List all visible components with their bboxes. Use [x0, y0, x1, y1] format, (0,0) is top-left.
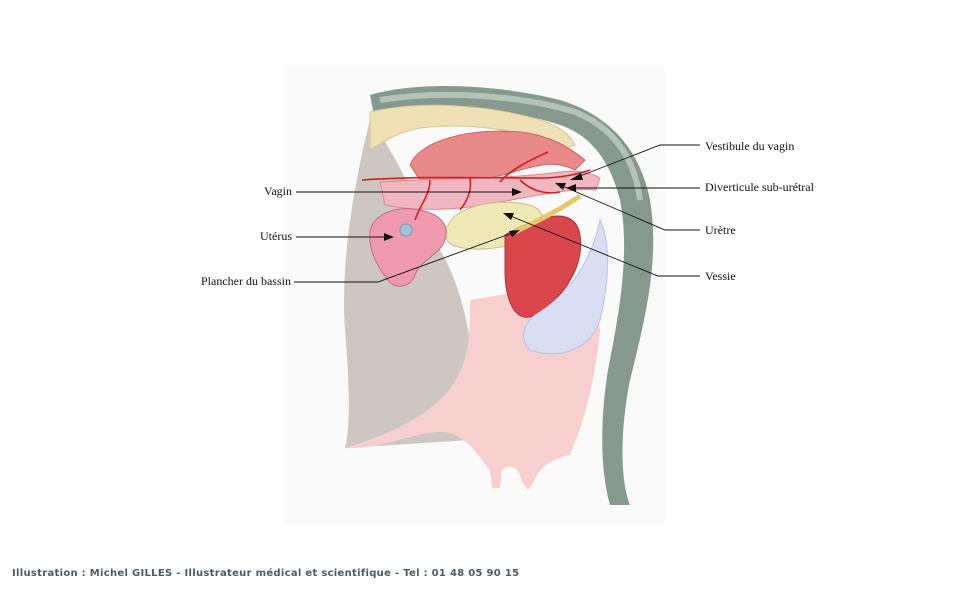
label-vestibule-du-vagin: Vestibule du vagin: [705, 139, 795, 153]
tail-highlight: [379, 91, 643, 201]
arrow-diverticule: [566, 184, 576, 192]
pelvic-floor-muscle: [504, 215, 582, 318]
arrow-uterus: [384, 233, 394, 241]
pelvic-fascia: [523, 218, 608, 355]
leader-lines: [294, 144, 700, 283]
arrow-uretre: [555, 183, 566, 190]
leader-vestibule: [574, 144, 700, 179]
arrow-vessie: [503, 213, 514, 220]
leader-arrowheads: [384, 173, 583, 241]
leader-uretre: [559, 184, 700, 231]
label-uretre: Urètre: [705, 223, 736, 237]
label-plancher-du-bassin: Plancher du bassin: [201, 274, 291, 288]
arrow-plancher: [509, 230, 520, 237]
uterus: [369, 208, 447, 287]
label-vessie: Vessie: [705, 269, 736, 283]
ovary: [399, 223, 413, 237]
label-diverticule-sub-uretral: Diverticule sub-urétral: [705, 180, 814, 194]
label-uterus: Utérus: [260, 229, 292, 243]
leader-plancher: [294, 231, 516, 283]
urethra: [513, 193, 582, 235]
arrow-vagin: [512, 188, 522, 196]
label-vagin: Vagin: [264, 184, 292, 198]
leader-vessie: [507, 214, 700, 277]
arteries: [361, 151, 591, 221]
illustration-credit: Illustration : Michel GILLES - Illustrat…: [12, 568, 520, 579]
arrow-vestibule: [570, 173, 583, 180]
